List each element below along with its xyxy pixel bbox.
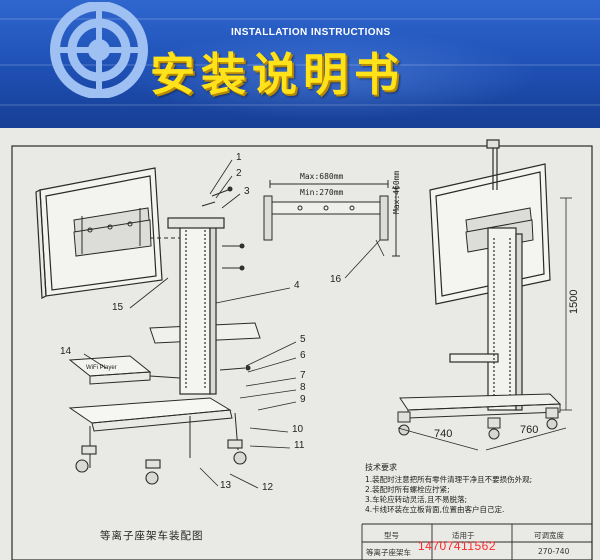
tb-fit-label: 适用于 <box>452 531 475 540</box>
dim-width: 760 <box>520 424 539 436</box>
dim-max-width: Max:680mm <box>300 172 344 181</box>
tech-notes-title: 技术要求 <box>365 463 397 472</box>
tray-label: WiFi Player <box>86 365 117 371</box>
tech-note-item: 4.卡线环装在立板背面,位置由客户自己定. <box>365 505 505 514</box>
tech-note-item: 1.装配时注意把所有零件清理干净且不要损伤外观; <box>365 475 533 484</box>
base-exploded <box>68 322 261 485</box>
callout-1: 1 <box>236 152 242 163</box>
callout-13: 13 <box>220 480 232 491</box>
callout-11: 11 <box>294 440 305 451</box>
tb-model-label: 型号 <box>384 531 399 540</box>
callout-5: 5 <box>300 334 306 345</box>
callout-12: 12 <box>262 482 274 493</box>
dim-height: 1500 <box>568 289 580 314</box>
callout-16: 16 <box>330 274 342 285</box>
column-left <box>167 217 225 395</box>
callout-8: 8 <box>300 382 306 393</box>
mount-bracket-top <box>263 180 400 257</box>
assembly-drawing <box>11 139 593 560</box>
callout-7: 7 <box>300 370 306 381</box>
dim-depth: 740 <box>434 428 453 440</box>
banner-glow <box>120 30 540 120</box>
callout-3: 3 <box>244 186 250 197</box>
tv-bracket-left <box>73 207 152 257</box>
tech-note-item: 2.装配时所有螺栓应拧紧; <box>365 485 450 494</box>
watermark-phone: 14707411562 <box>418 539 497 553</box>
callout-6: 6 <box>300 350 306 361</box>
leader-lines <box>83 159 381 489</box>
header-banner: INSTALLATION INSTRUCTIONS 安装说明书 <box>0 0 600 128</box>
dimension-lines <box>397 197 572 451</box>
callout-10: 10 <box>292 424 304 435</box>
callout-9: 9 <box>300 394 306 405</box>
callout-14: 14 <box>60 346 72 357</box>
tb-model-value: 等离子座架车 <box>366 548 411 557</box>
callout-4: 4 <box>294 280 300 291</box>
dvd-tray <box>68 355 181 385</box>
tb-adjust-value: 270-740 <box>538 547 570 556</box>
dim-max-height: Max:460mm <box>392 170 401 214</box>
assembly-drawing-sheet: WiFi Player 1 2 3 4 5 6 7 8 9 10 11 12 1… <box>0 128 600 560</box>
callout-15: 15 <box>112 302 124 313</box>
tech-note-item: 3.车轮应转动灵活,且不易脱落; <box>365 495 468 504</box>
tb-adjust-label: 可调宽度 <box>534 531 564 540</box>
column-assembled <box>449 227 523 411</box>
banner-subtitle: INSTALLATION INSTRUCTIONS <box>231 27 391 38</box>
technical-requirements: 技术要求 1.装配时注意把所有零件清理干净且不要损伤外观; 2.装配时所有螺栓应… <box>365 462 600 515</box>
title-block <box>361 523 592 560</box>
banner-title: 安装说明书 <box>150 48 406 101</box>
callout-2: 2 <box>236 168 242 179</box>
target-logo-icon <box>50 2 148 98</box>
drawing-title: 等离子座架车装配图 <box>100 530 204 542</box>
dim-min-width: Min:270mm <box>300 188 344 197</box>
